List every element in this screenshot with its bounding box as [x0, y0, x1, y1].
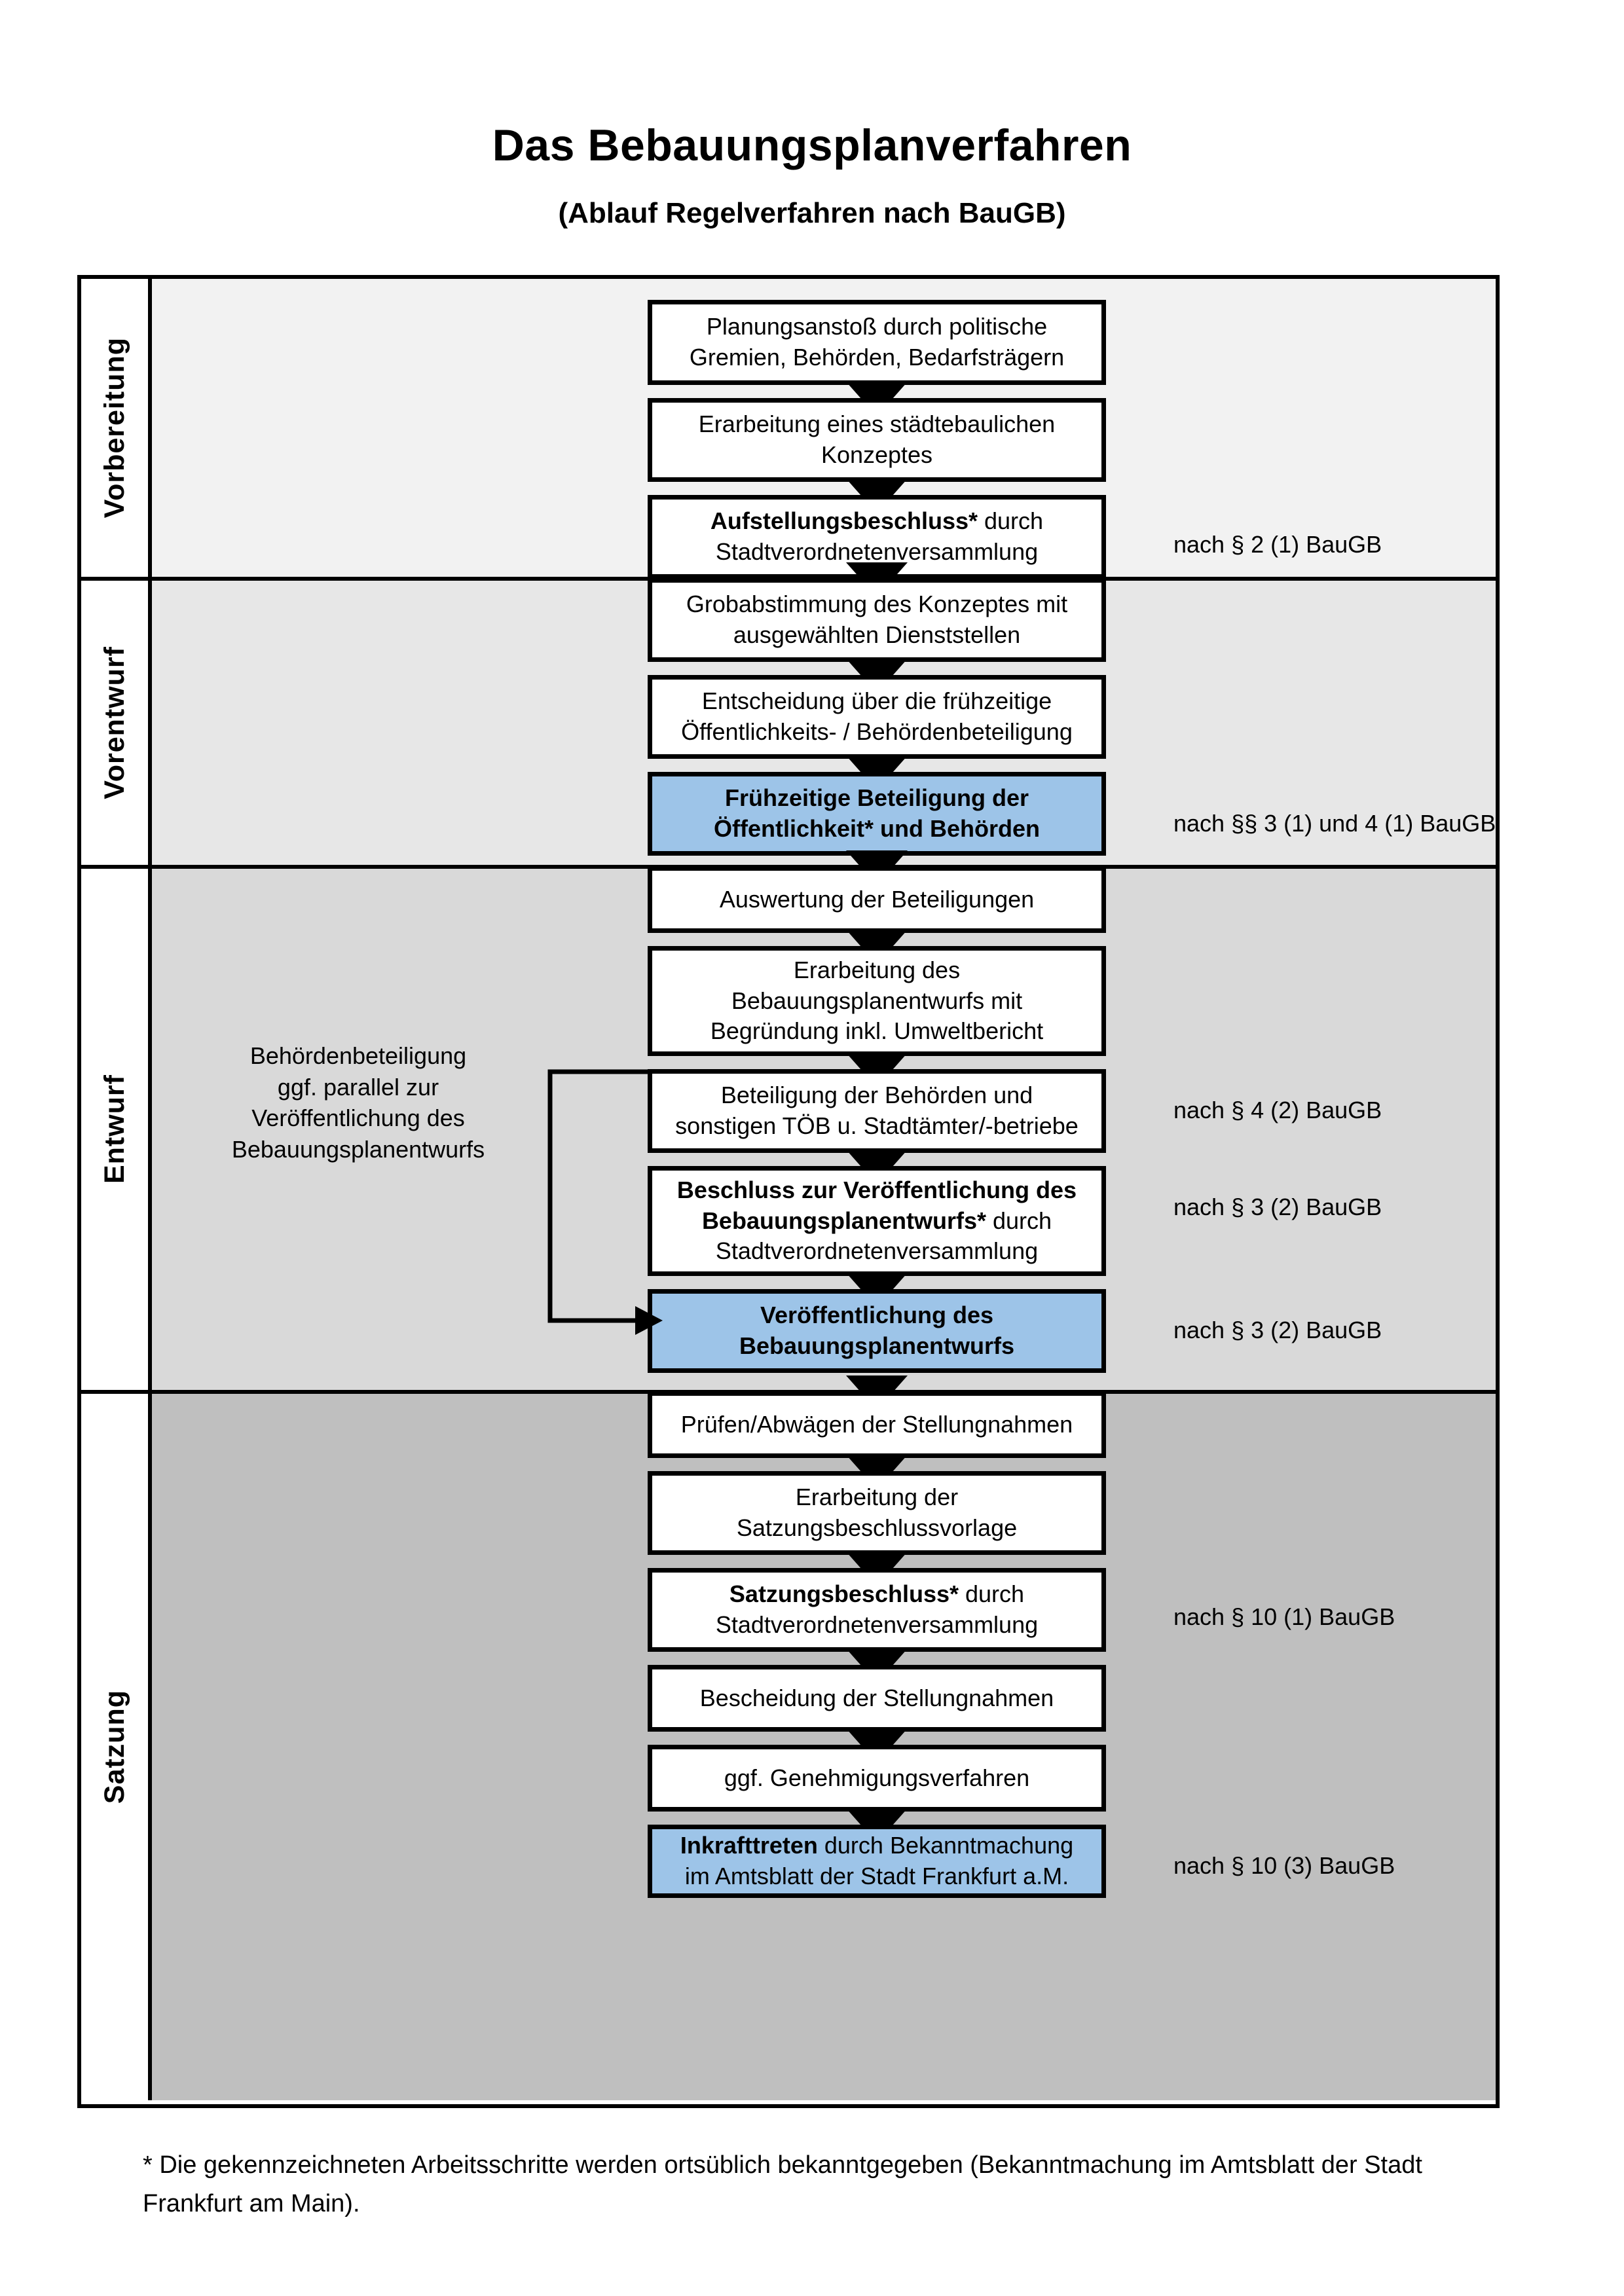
process-node-bescheidung-stellungnahmen[interactable]: Bescheidung der Stellungnahmen — [648, 1665, 1106, 1732]
legal-reference-5: nach § 3 (2) BauGB — [1173, 1317, 1382, 1343]
phase-label-vorentwurf: Vorentwurf — [81, 581, 152, 865]
phase-label-vorentwurf-text: Vorentwurf — [98, 646, 130, 799]
node-line-2: Öffentlichkeit* und Behörden — [713, 815, 1041, 842]
phase-label-satzung: Satzung — [81, 1394, 152, 2100]
node-line-1: ggf. Genehmigungsverfahren — [724, 1764, 1030, 1791]
node-line-1: Planungsanstoß durch politische — [706, 313, 1048, 340]
process-node-beteiligung-behoerden-toeb[interactable]: Beteiligung der Behörden und sonstigen T… — [648, 1069, 1106, 1153]
node-line-2: Bebauungsplanentwurfs — [739, 1332, 1015, 1359]
node-line-2: im Amtsblatt der Stadt Frankfurt a.M. — [684, 1863, 1069, 1889]
node-line-3: Stadtverordnetenversammlung — [715, 1237, 1039, 1265]
node-line-1: Entscheidung über die frühzeitige — [701, 687, 1052, 715]
node-line-1: Beteiligung der Behörden und — [720, 1082, 1033, 1109]
sidenote-behoerdenbeteiligung: Behördenbeteiligung ggf. parallel zur Ve… — [211, 1040, 506, 1165]
node-line-2: Öffentlichkeits- / Behördenbeteiligung — [681, 718, 1073, 745]
node-line-1-bold: Aufstellungsbeschluss* — [710, 507, 978, 535]
node-line-2-rest: durch — [986, 1207, 1052, 1234]
legal-reference-6: nach § 10 (1) BauGB — [1173, 1603, 1395, 1630]
node-line-1: Veröffentlichung des — [760, 1302, 994, 1329]
page-header: Das Bebauungsplanverfahren (Ablauf Regel… — [0, 0, 1624, 229]
legal-reference-4: nach § 3 (2) BauGB — [1173, 1194, 1382, 1220]
node-line-2: Stadtverordnetenversammlung — [715, 538, 1039, 565]
footnote: * Die gekennzeichneten Arbeitsschritte w… — [143, 2151, 1422, 2217]
node-line-2: Stadtverordnetenversammlung — [715, 1611, 1039, 1638]
phase-band-satzung: Satzung Prüfen/Abwägen der Stellungnahme… — [81, 1376, 1496, 2100]
process-node-staedtebauliches-konzept[interactable]: Erarbeitung eines städtebaulichen Konzep… — [648, 398, 1106, 482]
phase-body-satzung: Prüfen/Abwägen der Stellungnahmen Erarbe… — [152, 1376, 1496, 2100]
phase-body-entwurf: Auswertung der Beteiligungen Erarbeitung… — [152, 850, 1496, 1390]
phase-band-entwurf: Entwurf Auswertung der Beteiligungen Era… — [81, 850, 1496, 1390]
sidenote-line-3: Veröffentlichung des — [251, 1104, 465, 1132]
node-line-2: ausgewählten Dienststellen — [733, 621, 1021, 648]
node-line-1: Grobabstimmung des Konzeptes mit — [686, 591, 1068, 618]
process-node-planungsanstoss[interactable]: Planungsanstoß durch politische Gremien,… — [648, 300, 1106, 385]
phase-label-vorbereitung: Vorbereitung — [81, 279, 152, 577]
phase-body-vorentwurf: Grobabstimmung des Konzeptes mit ausgewä… — [152, 562, 1496, 865]
sidenote-line-4: Bebauungsplanentwurfs — [231, 1135, 485, 1163]
process-node-genehmigungsverfahren[interactable]: ggf. Genehmigungsverfahren — [648, 1745, 1106, 1812]
phase-band-vorbereitung: Vorbereitung Planungsanstoß durch politi… — [81, 279, 1496, 579]
process-node-entscheidung-fruehzeitige-beteiligung[interactable]: Entscheidung über die frühzeitige Öffent… — [648, 675, 1106, 759]
node-line-1-rest: durch Bekanntmachung — [817, 1832, 1074, 1859]
process-node-pruefen-abwaegen[interactable]: Prüfen/Abwägen der Stellungnahmen — [648, 1391, 1106, 1458]
process-node-beschluss-veroeffentlichung[interactable]: Beschluss zur Veröffentlichung des Bebau… — [648, 1166, 1106, 1276]
phase-body-vorbereitung: Planungsanstoß durch politische Gremien,… — [152, 279, 1496, 579]
process-node-auswertung-beteiligungen[interactable]: Auswertung der Beteiligungen — [648, 866, 1106, 933]
node-line-1-rest: durch — [959, 1580, 1025, 1608]
sidenote-line-1: Behördenbeteiligung — [249, 1042, 467, 1069]
legal-reference-1: nach § 2 (1) BauGB — [1173, 531, 1382, 558]
node-line-1: Erarbeitung des — [793, 956, 961, 983]
legal-reference-2: nach §§ 3 (1) und 4 (1) BauGB — [1173, 810, 1496, 837]
phase-band-vorentwurf: Vorentwurf Grobabstimmung des Konzeptes … — [81, 562, 1496, 865]
phase-label-vorbereitung-text: Vorbereitung — [98, 337, 130, 519]
node-line-1-bold: Inkrafttreten — [680, 1832, 818, 1859]
node-line-2: Gremien, Behörden, Bedarfsträgern — [689, 344, 1065, 371]
node-line-3: Begründung inkl. Umweltbericht — [710, 1017, 1044, 1045]
process-node-inkrafttreten[interactable]: Inkrafttreten durch Bekanntmachung im Am… — [648, 1825, 1106, 1898]
node-line-1: Bescheidung der Stellungnahmen — [699, 1684, 1054, 1711]
node-line-1: Erarbeitung der — [795, 1484, 959, 1511]
node-line-2: Bebauungsplanentwurfs mit — [731, 987, 1023, 1014]
flowchart-frame: Vorbereitung Planungsanstoß durch politi… — [77, 275, 1500, 2108]
node-line-1-bold: Satzungsbeschluss* — [729, 1580, 959, 1608]
process-node-fruehzeitige-beteiligung[interactable]: Frühzeitige Beteiligung der Öffentlichke… — [648, 772, 1106, 856]
node-line-2: sonstigen TÖB u. Stadtämter/-betriebe — [675, 1112, 1079, 1139]
page-title: Das Bebauungsplanverfahren — [492, 120, 1132, 170]
process-node-erarbeitung-satzungsbeschlussvorlage[interactable]: Erarbeitung der Satzungsbeschlussvorlage — [648, 1471, 1106, 1555]
legal-reference-7: nach § 10 (3) BauGB — [1173, 1852, 1395, 1879]
node-line-1-rest: durch — [978, 507, 1044, 535]
legal-reference-3: nach § 4 (2) BauGB — [1173, 1097, 1382, 1123]
node-line-1: Prüfen/Abwägen der Stellungnahmen — [680, 1410, 1073, 1438]
node-line-1-bold: Beschluss zur Veröffentlichung des — [676, 1176, 1077, 1203]
process-node-veroeffentlichung-bebauungsplanentwurf[interactable]: Veröffentlichung des Bebauungsplanentwur… — [648, 1289, 1106, 1373]
node-line-1: Erarbeitung eines städtebaulichen — [698, 410, 1056, 438]
node-line-1: Auswertung der Beteiligungen — [719, 885, 1035, 913]
process-node-grobabstimmung[interactable]: Grobabstimmung des Konzeptes mit ausgewä… — [648, 578, 1106, 662]
node-line-2-bold: Bebauungsplanentwurfs* — [701, 1207, 986, 1234]
page-subtitle: (Ablauf Regelverfahren nach BauGB) — [558, 196, 1066, 229]
process-node-satzungsbeschluss[interactable]: Satzungsbeschluss* durch Stadtverordnete… — [648, 1568, 1106, 1652]
node-line-2: Konzeptes — [821, 441, 933, 468]
sidenote-line-2: ggf. parallel zur — [277, 1073, 439, 1101]
phase-label-entwurf: Entwurf — [81, 869, 152, 1390]
phase-label-satzung-text: Satzung — [98, 1690, 130, 1804]
node-line-2: Satzungsbeschlussvorlage — [736, 1514, 1018, 1541]
parallel-process-connector-arrow — [547, 1069, 663, 1335]
node-line-1: Frühzeitige Beteiligung der — [724, 784, 1029, 812]
phase-label-entwurf-text: Entwurf — [98, 1074, 130, 1184]
process-node-erarbeitung-bebauungsplanentwurf[interactable]: Erarbeitung des Bebauungsplanentwurfs mi… — [648, 946, 1106, 1056]
